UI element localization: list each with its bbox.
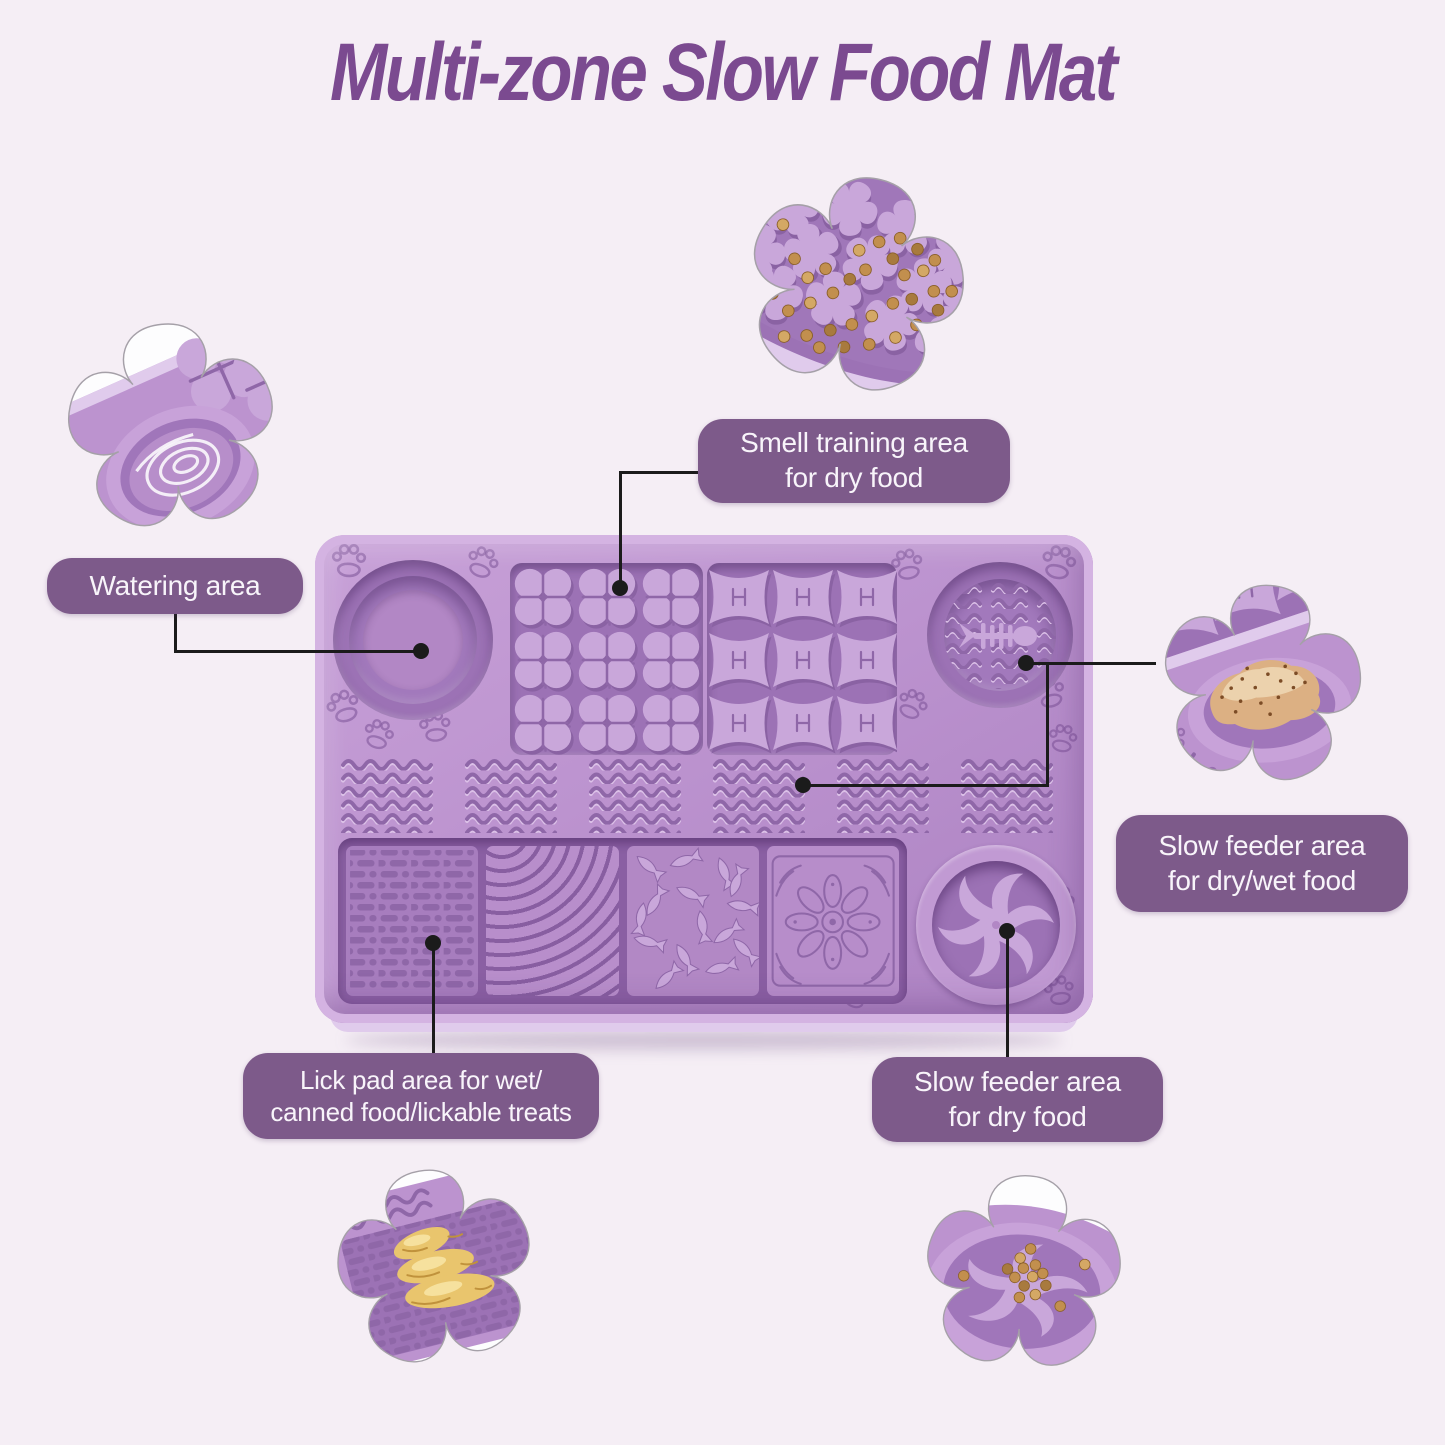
connector-line-watering-h (174, 650, 422, 653)
mat-drop-shadow (345, 1030, 1063, 1050)
fish-scatter-pad (626, 846, 759, 996)
fish-bowl-cavity (944, 579, 1056, 691)
dry-food-feeder-photo-callout (919, 1168, 1127, 1371)
connector-dot-watering (413, 643, 429, 659)
watering-bowl-bottom (363, 590, 463, 690)
connector-line-feederwet-h1 (1026, 662, 1156, 665)
food-speckles (1220, 664, 1307, 717)
slow-food-mat (315, 535, 1093, 1023)
smell-training-photo-callout (727, 155, 985, 407)
connector-dot-spiral (999, 923, 1015, 939)
spiral-fins (938, 865, 1054, 985)
butterfly-grid-zone (707, 563, 897, 755)
connector-line-feederwet-v (1046, 663, 1049, 786)
flower-mandala-pad (766, 846, 899, 996)
clover-grid-zone (510, 563, 703, 755)
arc-ripple-pad (486, 846, 619, 996)
connector-dot-lickpad (425, 935, 441, 951)
page-title: Multi-zone Slow Food Mat (329, 27, 1118, 118)
spiral-feeder-cavity (932, 861, 1060, 989)
connector-line-feederdry-v (1006, 930, 1009, 1060)
connector-line-feederwet-h2 (803, 784, 1049, 787)
label-watering-area: Watering area (47, 558, 303, 614)
label-lick-pad: Lick pad area for wet/ canned food/licka… (243, 1053, 599, 1139)
label-smell-training: Smell training area for dry food (698, 419, 1010, 503)
connector-line-smell-h (619, 471, 700, 474)
lick-tray (338, 838, 907, 1004)
connector-line-lickpad-v (432, 943, 435, 1057)
label-slow-feeder-dry: Slow feeder area for dry food (872, 1057, 1163, 1142)
watering-photo-callout (58, 313, 285, 534)
wet-food-photo-callout (1150, 571, 1373, 790)
wave-lick-zone (340, 757, 1068, 833)
brick-lick-pad (346, 846, 479, 996)
connector-dot-smell (612, 580, 628, 596)
fish-bowl-zone (927, 562, 1073, 708)
spiral-feeder-zone (916, 845, 1076, 1005)
connector-dot-fish-bowl (1018, 655, 1034, 671)
connector-line-watering-v (174, 612, 177, 653)
watering-bowl-zone (333, 560, 493, 720)
label-slow-feeder-wet: Slow feeder area for dry/wet food (1116, 815, 1408, 912)
connector-dot-wave-area (795, 777, 811, 793)
lick-pad-photo-callout (323, 1153, 548, 1374)
connector-line-smell-v (619, 472, 622, 588)
fish-skeleton-icon (944, 581, 1056, 689)
